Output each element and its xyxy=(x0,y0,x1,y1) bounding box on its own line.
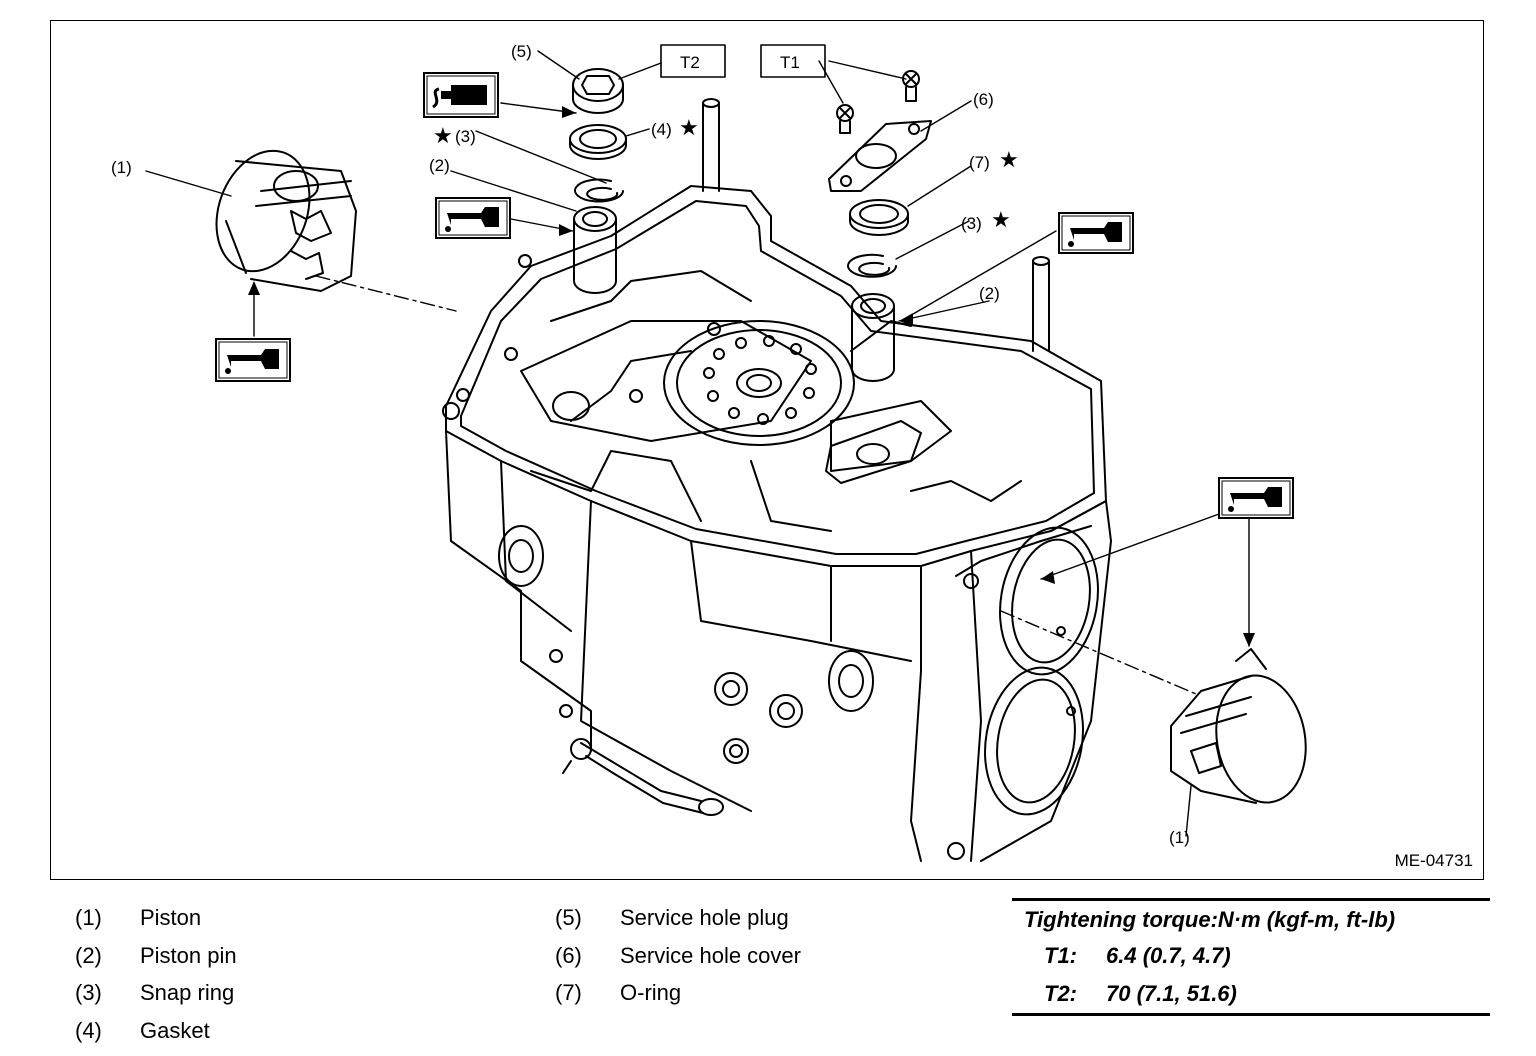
legend-num: (6) xyxy=(555,942,582,968)
torque-value: 70 (7.1, 51.6) xyxy=(1106,981,1237,1006)
legend-num: (7) xyxy=(555,980,582,1005)
cylinder-block xyxy=(442,185,1112,862)
legend-num: (4) xyxy=(75,1017,102,1043)
callout-pin-left: (2) xyxy=(429,156,450,175)
legend-item: (6) Service hole cover xyxy=(555,943,975,981)
engine-diagram: (1) (1) (2) (2) ★ (3) (3) ★ (4) ★ (5) (6… xyxy=(111,42,1307,862)
tool-label-t2: T2 xyxy=(680,53,700,72)
stud-right xyxy=(1032,256,1050,352)
oil-icon-piston-left xyxy=(215,338,291,382)
o-ring-drawing xyxy=(849,199,909,236)
oil-icon-right-top xyxy=(1058,212,1134,254)
legend-name: Gasket xyxy=(140,1017,210,1043)
figure-frame: (1) (1) (2) (2) ★ (3) (3) ★ (4) ★ (5) (6… xyxy=(50,20,1484,880)
callout-piston-right: (1) xyxy=(1169,828,1190,847)
legend-name: Service hole plug xyxy=(620,905,789,930)
legend-num: (5) xyxy=(555,905,582,930)
callout-snap-right: (3) xyxy=(961,214,982,233)
bolts-t1-drawing xyxy=(836,70,920,134)
tool-box-t1 xyxy=(760,44,826,78)
star-oring: ★ xyxy=(999,147,1019,172)
leader-lines xyxy=(145,50,1250,837)
callout-piston-left: (1) xyxy=(111,158,132,177)
arrowheads xyxy=(248,106,1255,647)
torque-row-t2: T2: 70 (7.1, 51.6) xyxy=(1044,981,1237,1007)
callout-cover: (6) xyxy=(973,90,994,109)
legend-item: (7) O-ring xyxy=(555,980,975,1018)
legend-item: (5) Service hole plug xyxy=(555,905,975,943)
legend-name: Piston xyxy=(140,905,202,930)
legend-name: O-ring xyxy=(620,980,682,1005)
tool-label-t1: T1 xyxy=(780,53,800,72)
legend-num: (1) xyxy=(75,905,102,930)
sealant-icon xyxy=(423,72,499,118)
torque-key: T1: xyxy=(1044,943,1077,968)
legend-num: (3) xyxy=(75,980,102,1005)
legend-item: (1) Piston xyxy=(75,905,495,943)
star-snap-left: ★ xyxy=(433,123,453,148)
torque-key: T2: xyxy=(1044,981,1077,1006)
piston-left-drawing xyxy=(215,149,357,292)
star-gasket: ★ xyxy=(679,115,699,140)
torque-value: 6.4 (0.7, 4.7) xyxy=(1106,943,1231,968)
callout-gasket: (4) xyxy=(651,120,672,139)
legend-item: (3) Snap ring xyxy=(75,980,495,1018)
callout-snap-left: (3) xyxy=(455,127,476,146)
torque-row-t1: T1: 6.4 (0.7, 4.7) xyxy=(1044,943,1231,969)
snap-ring-right-drawing xyxy=(847,253,897,278)
figure-id: ME-04731 xyxy=(1394,851,1473,870)
legend-num: (2) xyxy=(75,942,102,968)
legend-name: Snap ring xyxy=(140,980,235,1005)
stud-left xyxy=(702,98,720,192)
legend-name: Service hole cover xyxy=(620,942,801,968)
piston-pin-right-drawing xyxy=(851,293,895,382)
piston-right-drawing xyxy=(1170,648,1307,804)
service-hole-cover-drawing xyxy=(828,120,932,192)
oil-icon-piston-right xyxy=(1218,477,1294,519)
callout-oring: (7) xyxy=(969,153,990,172)
oil-icon-left-top xyxy=(435,197,511,239)
callout-plug: (5) xyxy=(511,42,532,61)
torque-title: Tightening torque:N·m (kgf-m, ft-lb) xyxy=(1024,907,1396,932)
gasket-drawing xyxy=(569,124,627,160)
legend-item: (4) Gasket xyxy=(75,1018,495,1056)
star-snap-right: ★ xyxy=(991,207,1011,232)
legend-left: (1) Piston (2) Piston pin (3) Snap ring (4)… xyxy=(75,905,495,1055)
service-hole-seat xyxy=(825,420,922,484)
torque-spec-box: Tightening torque:N·m (kgf-m, ft-lb) T1:… xyxy=(1012,898,1490,1016)
legend-item: (2) Piston pin xyxy=(75,943,495,981)
callout-pin-right: (2) xyxy=(979,284,1000,303)
tool-box-t2 xyxy=(660,44,726,78)
legend-right: (5) Service hole plug (6) Service hole cov… xyxy=(555,905,975,1018)
piston-pin-left-drawing xyxy=(573,206,617,294)
crank-flange xyxy=(663,320,855,446)
snap-ring-left-drawing xyxy=(574,178,624,203)
service-hole-plug-drawing xyxy=(572,68,624,114)
legend-name: Piston pin xyxy=(140,942,237,968)
